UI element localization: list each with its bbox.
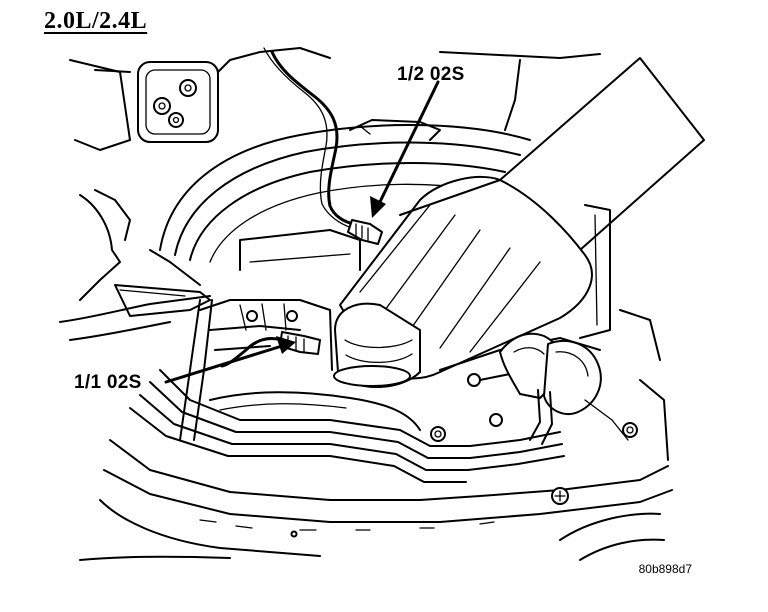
coolant-hoses (499, 332, 629, 445)
callout-arrows (164, 80, 440, 384)
lower-body (79, 309, 673, 561)
arrow-downstream-sensor (376, 80, 440, 208)
exhaust-outlet (333, 302, 421, 388)
arrowhead-downstream-sensor (370, 196, 386, 218)
label-upstream-o2-sensor: 1/1 02S (74, 372, 142, 393)
mounting-plate (137, 61, 219, 143)
o2-sensor-wire (263, 47, 356, 229)
inner-fender (159, 119, 531, 271)
label-downstream-o2-sensor: 1/2 02S (397, 64, 465, 85)
left-fender (59, 189, 211, 341)
diagram-title: 2.0L/2.4L (44, 8, 148, 34)
fuel-lines (129, 299, 638, 483)
downstream-o2-sensor (347, 219, 383, 245)
arrow-upstream-sensor (164, 344, 284, 384)
arrowhead-upstream-sensor (276, 336, 296, 354)
figure-code: 80b898d7 (638, 562, 692, 576)
